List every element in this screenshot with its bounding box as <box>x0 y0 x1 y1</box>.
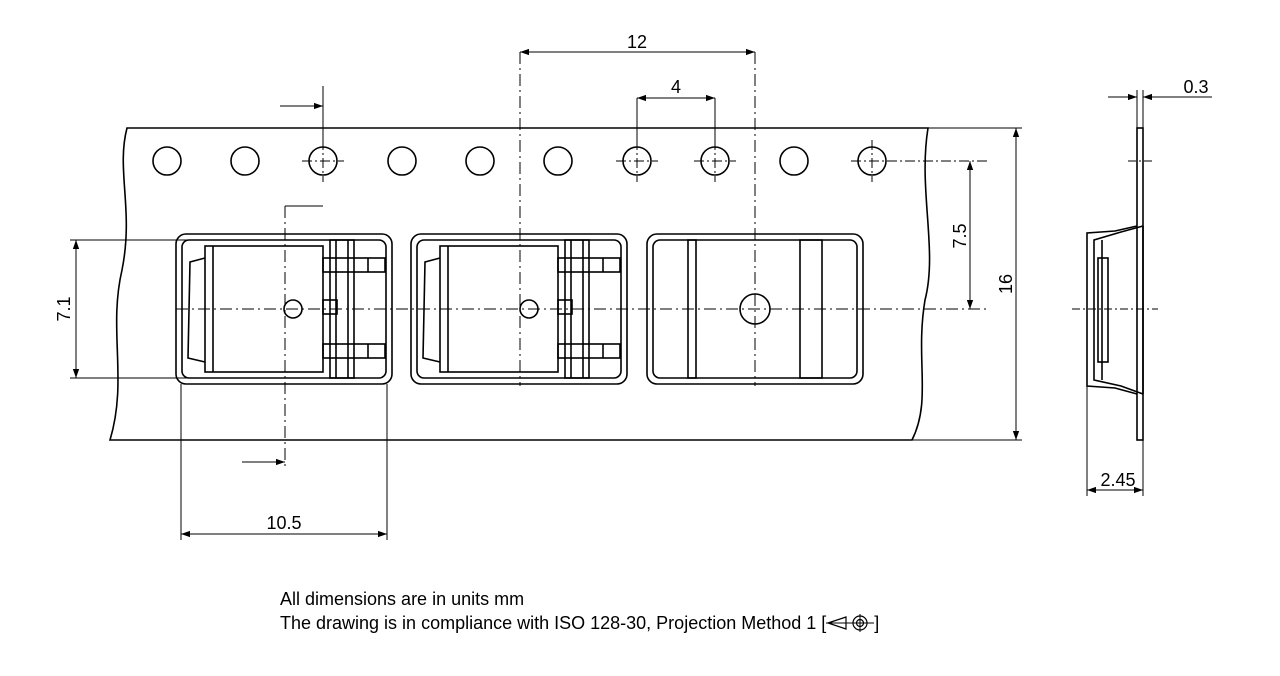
sprocket-hole <box>230 146 260 176</box>
sprocket-hole <box>152 146 182 176</box>
dim-7-1-label: 7.1 <box>54 296 74 321</box>
dim-10-5-label: 10.5 <box>266 513 301 533</box>
sprocket-holes <box>152 146 887 176</box>
compliance-note: The drawing is in compliance with ISO 12… <box>280 613 879 634</box>
dim-2-45-label: 2.45 <box>1100 470 1135 490</box>
vertical-centerlines <box>284 52 756 470</box>
dim-4-label: 4 <box>671 77 681 97</box>
compliance-text: The drawing is in compliance with ISO 12… <box>280 613 827 633</box>
side-view-centerlines <box>1072 160 1158 310</box>
sprocket-hole <box>779 146 809 176</box>
dim-12-label: 12 <box>627 32 647 52</box>
sprocket-hole <box>387 146 417 176</box>
units-note: All dimensions are in units mm <box>280 589 525 609</box>
dim-16-label: 16 <box>996 274 1016 294</box>
dimension-lines <box>70 48 1022 540</box>
dim-0-3-label: 0.3 <box>1183 77 1208 97</box>
side-view-dimensions <box>1086 90 1212 496</box>
compliance-close: ] <box>874 613 880 633</box>
sprocket-hole <box>465 146 495 176</box>
projection-method-1-icon <box>826 614 875 632</box>
dim-7-5-label: 7.5 <box>950 223 970 248</box>
sprocket-hole <box>543 146 573 176</box>
side-section-view <box>1086 127 1144 441</box>
